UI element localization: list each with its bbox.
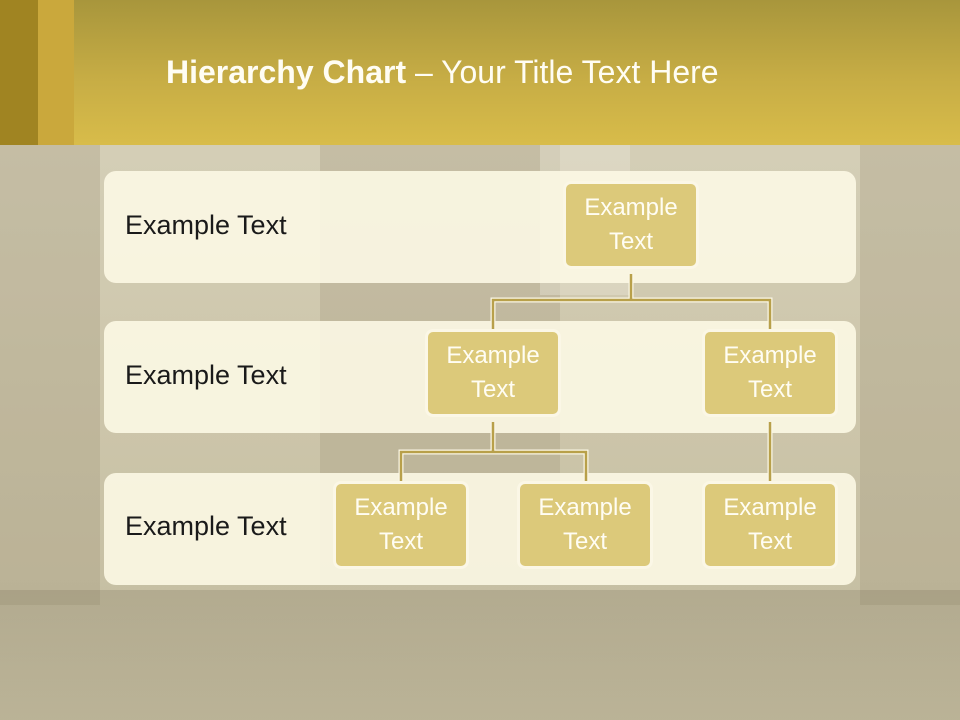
level-label-3: Example Text <box>125 511 287 541</box>
node-text: Example <box>446 342 540 369</box>
connector-l2-left-line <box>399 422 588 482</box>
connector-root-line <box>491 274 772 330</box>
node-text: Example <box>723 342 817 369</box>
node-text: Example <box>584 194 678 221</box>
node-text: Text <box>747 376 792 403</box>
background-water <box>0 590 960 720</box>
title-accent-stripe <box>0 0 38 145</box>
node-text: Text <box>562 528 607 555</box>
title-accent-stripe <box>38 0 74 145</box>
level-label-2: Example Text <box>125 360 287 390</box>
node-text: Text <box>608 228 653 255</box>
title-rest: – Your Title Text Here <box>406 54 719 90</box>
node-text: Text <box>747 528 792 555</box>
node-text: Example <box>723 494 817 521</box>
node-text: Text <box>378 528 423 555</box>
node-text: Text <box>470 376 515 403</box>
background-building <box>860 145 960 605</box>
title-bold: Hierarchy Chart <box>166 54 407 90</box>
node-text: Example <box>354 494 448 521</box>
level-label-1: Example Text <box>125 210 287 240</box>
node-text: Example <box>538 494 632 521</box>
level-band-1 <box>104 171 856 283</box>
title-bar <box>0 0 960 145</box>
page-title: Hierarchy Chart – Your Title Text Here <box>166 54 719 91</box>
background-building <box>0 145 100 605</box>
